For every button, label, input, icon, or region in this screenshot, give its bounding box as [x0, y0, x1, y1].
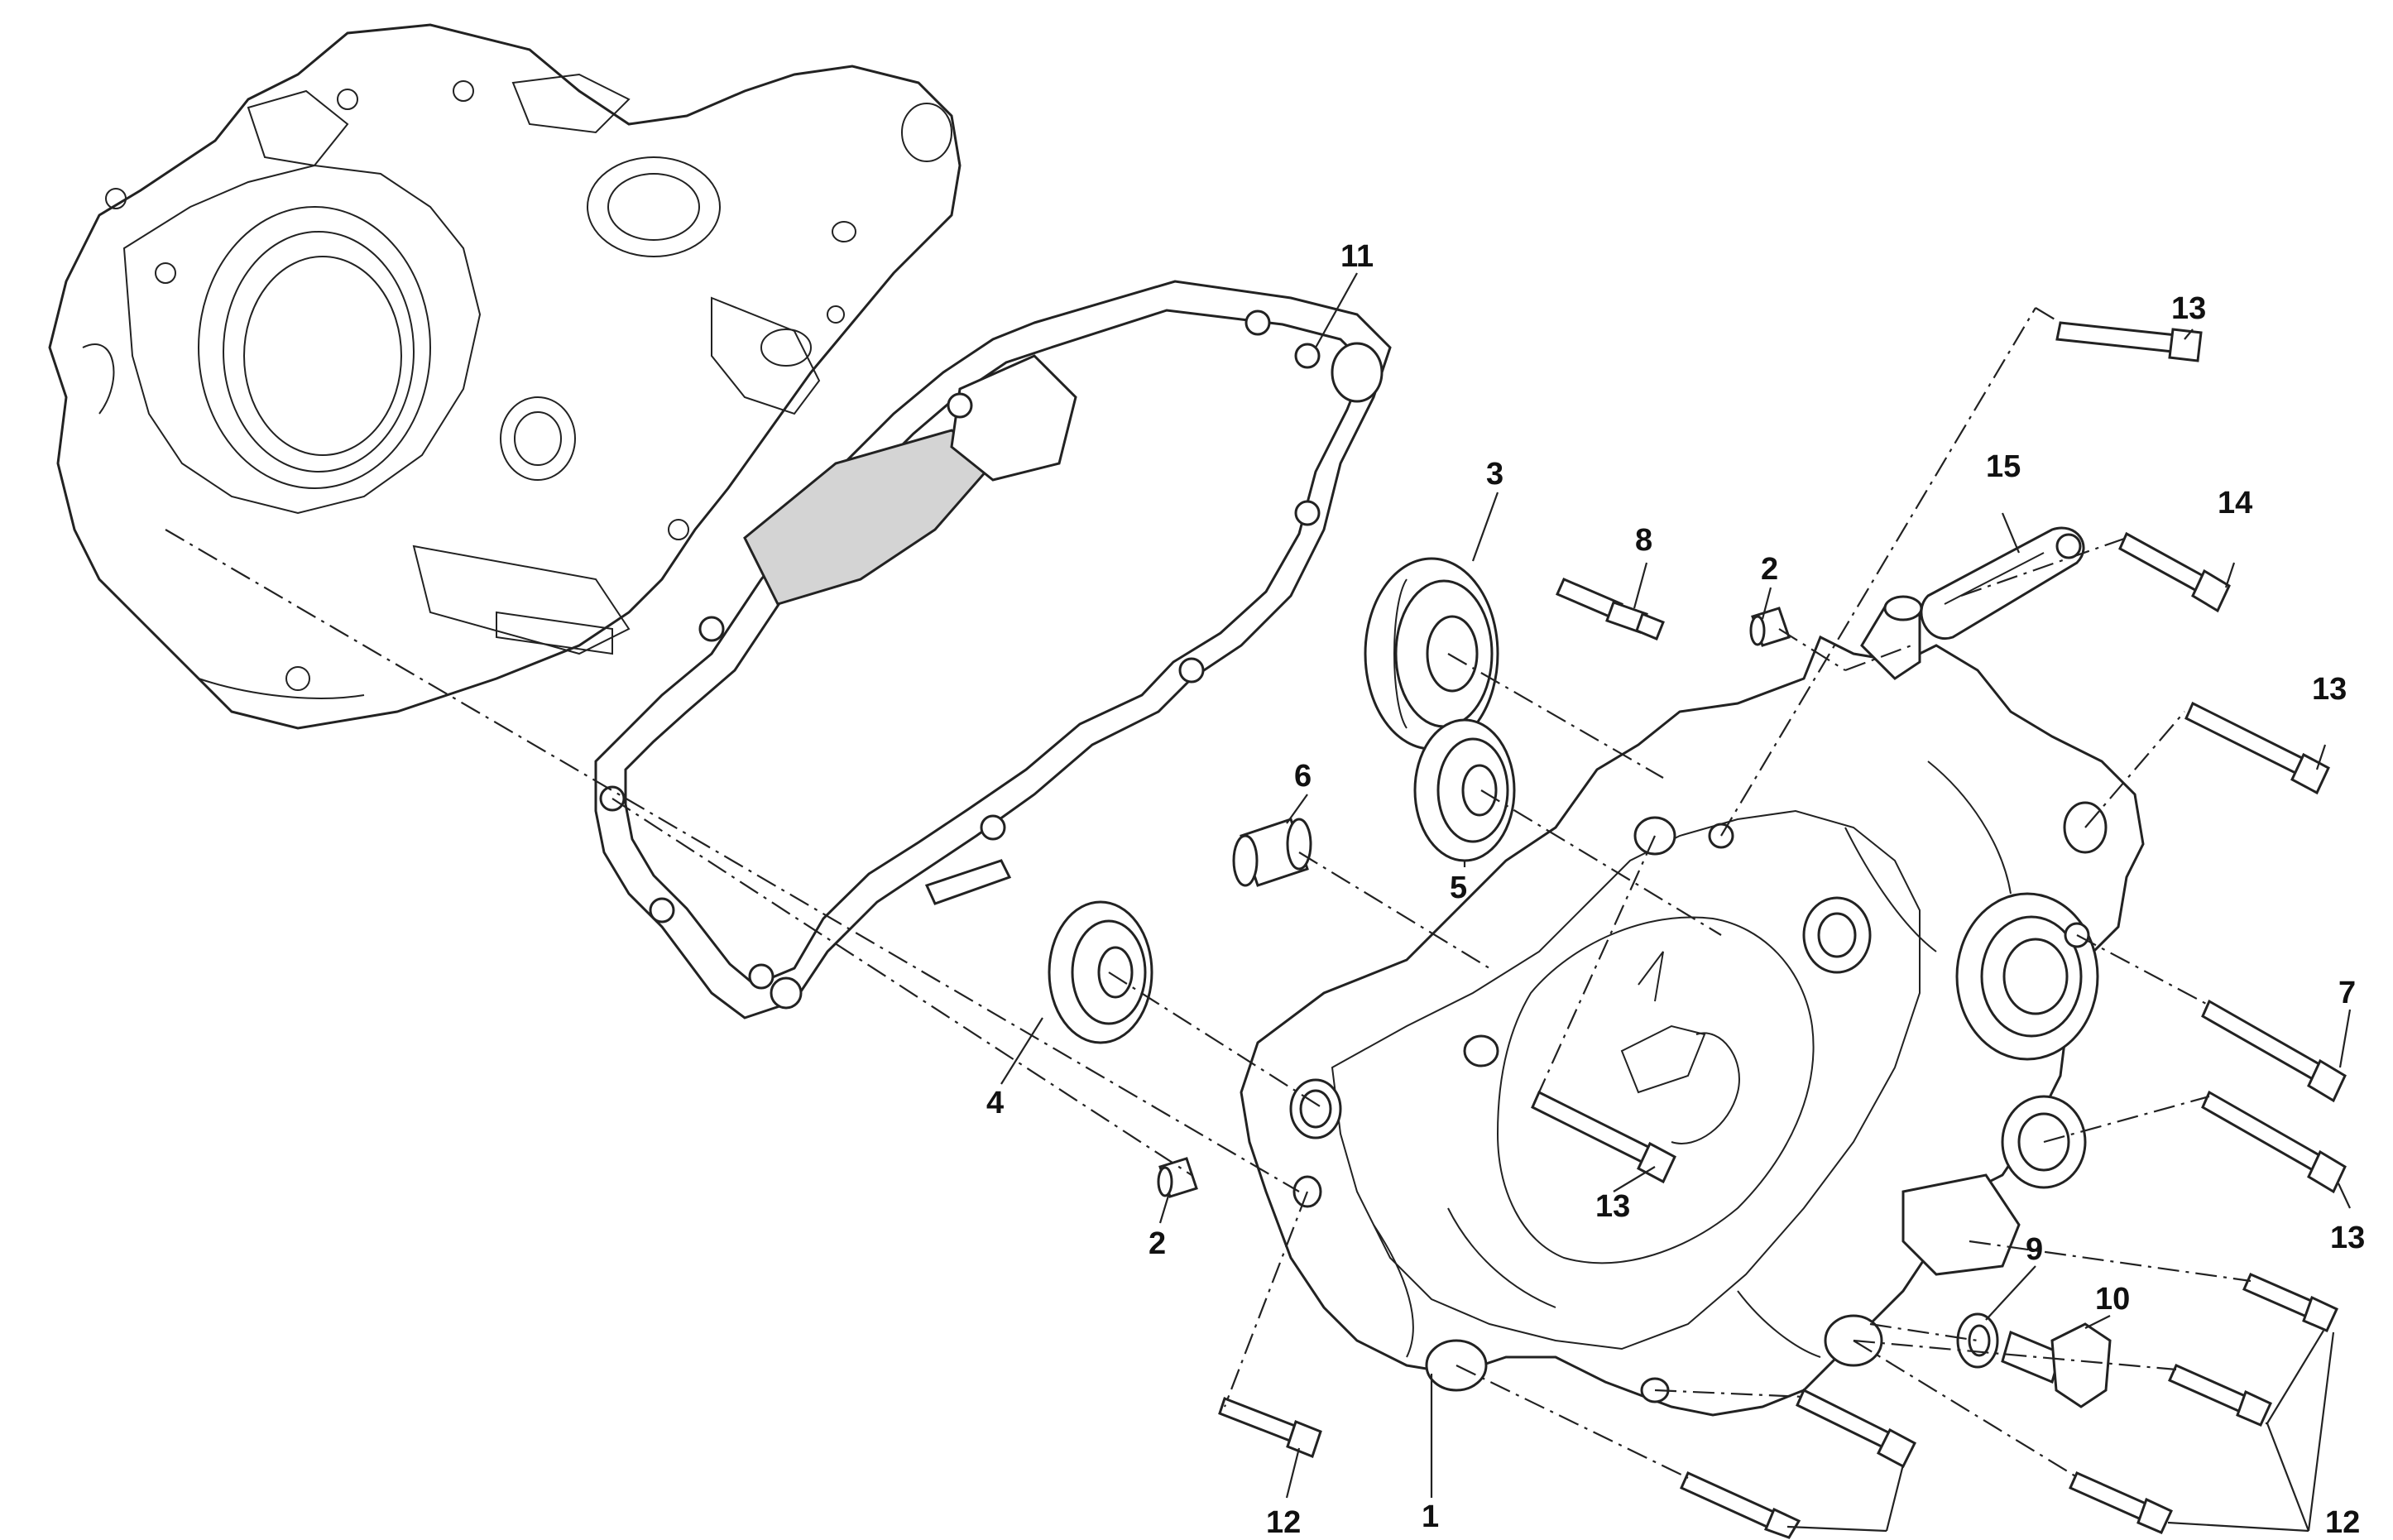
- callout-14: 14: [2218, 486, 2252, 521]
- bracket-15: [1920, 526, 2085, 640]
- bolt-12-left: [1218, 1397, 1322, 1458]
- bearing-4: [1048, 900, 1153, 1044]
- callout-2-upper: 2: [1761, 552, 1778, 587]
- callout-13-right-upper: 13: [2312, 672, 2347, 707]
- callout-11: 11: [1340, 239, 1374, 274]
- callout-6: 6: [1294, 759, 1312, 794]
- callout-12-left: 12: [1266, 1505, 1301, 1540]
- drain-plug-10: [2001, 1322, 2112, 1408]
- bolt-13-top: [2055, 321, 2203, 362]
- dowel-pin-lower: [1157, 1157, 1198, 1198]
- bolt-12-e: [2242, 1273, 2338, 1332]
- callout-15: 15: [1986, 449, 2021, 484]
- callout-7: 7: [2338, 976, 2356, 1010]
- dowel-pin-upper: [1749, 607, 1791, 647]
- callout-13-right-lower: 13: [2330, 1221, 2365, 1255]
- callout-8: 8: [1635, 523, 1652, 558]
- left-crankcase-half: [48, 23, 962, 730]
- right-crankcase-half: [1240, 595, 2145, 1417]
- bearing-3: [1364, 557, 1499, 751]
- bearing-5: [1413, 718, 1516, 862]
- bolt-7: [2201, 999, 2347, 1103]
- bolt-13-right-upper: [2184, 701, 2330, 795]
- callout-1: 1: [1422, 1499, 1439, 1534]
- alignment-lines: [165, 307, 2252, 1479]
- callout-10: 10: [2095, 1282, 2130, 1317]
- washer-9: [1956, 1312, 1999, 1369]
- callout-3: 3: [1486, 457, 1503, 492]
- callout-labels: 1 2 2 3 4 5 6 7 8 9 10 11 12 12 13 13 13…: [986, 239, 2365, 1540]
- callout-2-lower: 2: [1149, 1226, 1166, 1261]
- callout-13-center: 13: [1595, 1189, 1630, 1224]
- bolt-12-b: [1680, 1471, 1801, 1539]
- bolt-13-right-lower: [2201, 1090, 2347, 1194]
- stud-bolt-8: [1556, 578, 1665, 640]
- bolt-12-a: [1796, 1388, 1916, 1469]
- callout-lines: [1000, 272, 2352, 1533]
- bolt-12-d: [2168, 1364, 2272, 1427]
- callout-5: 5: [1450, 871, 1467, 905]
- gasket: [594, 280, 1392, 1019]
- callout-13-top: 13: [2171, 291, 2206, 326]
- bolt-14: [2118, 531, 2231, 613]
- callout-12-right: 12: [2325, 1505, 2360, 1540]
- callout-4: 4: [986, 1086, 1004, 1120]
- bolt-12-c: [2069, 1471, 2173, 1534]
- callout-9: 9: [2026, 1232, 2043, 1267]
